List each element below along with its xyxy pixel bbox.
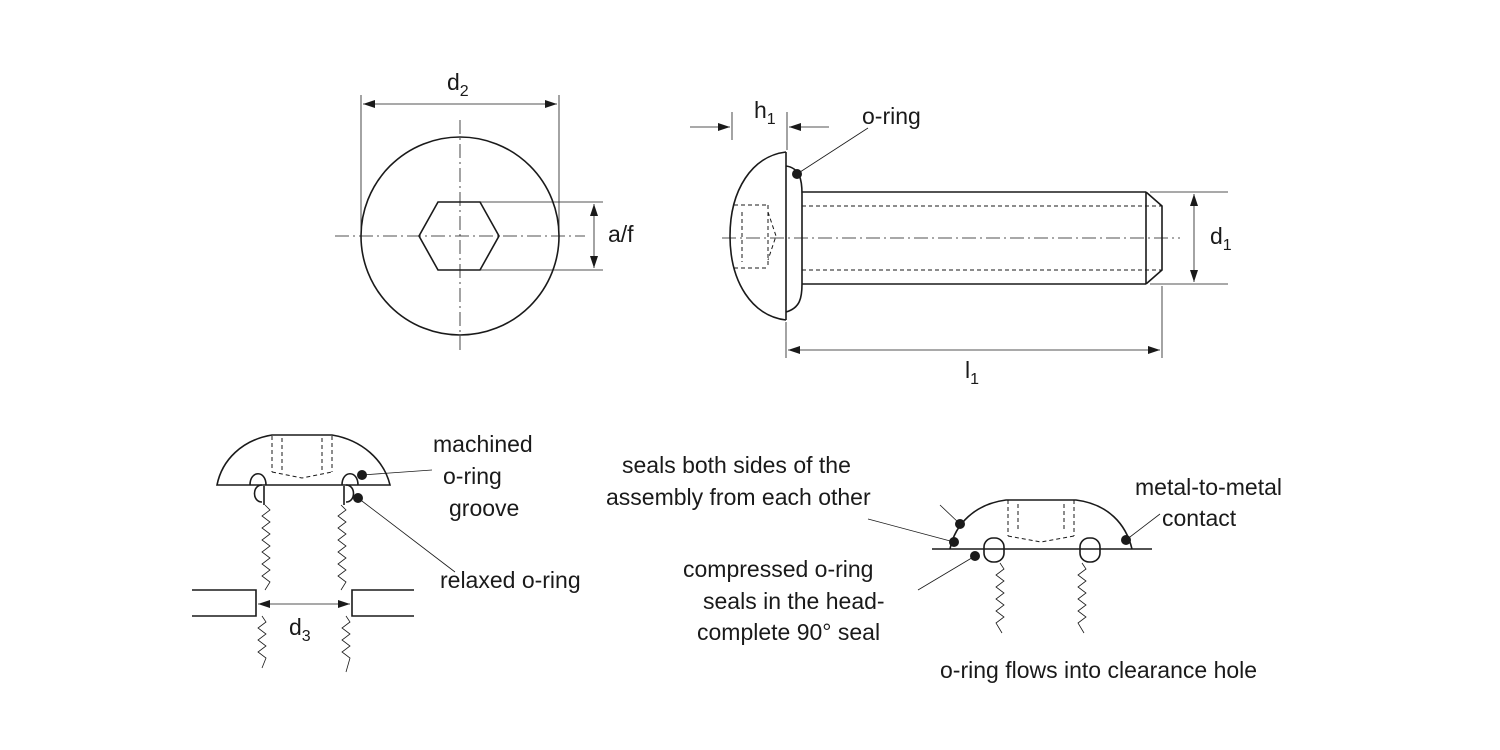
d2-label: d2: [447, 69, 469, 100]
relaxed-oring-label: relaxed o-ring: [440, 567, 581, 593]
relaxed-head: [216, 434, 392, 486]
dome-head: [729, 151, 787, 321]
side-view: h1 o-ring d1 l1: [690, 97, 1232, 388]
af-label: a/f: [608, 221, 634, 247]
oring-label: o-ring: [862, 103, 921, 129]
metal-contact-label: metal-to-metal contact: [1135, 474, 1288, 531]
relaxed-detail: d3 machined o-ring groove relaxed o-ring: [192, 431, 581, 673]
compressed-oring-label: compressed o-ring seals in the head- com…: [683, 556, 891, 645]
compressed-head: [949, 499, 1133, 550]
d3-label: d3: [289, 614, 311, 645]
side-oring: [785, 165, 803, 313]
seals-both-sides-label: seals both sides of the assembly from ea…: [606, 452, 871, 510]
h1-label: h1: [754, 97, 776, 128]
compressed-detail: seals both sides of the assembly from ea…: [606, 452, 1288, 683]
compressed-oring-left: [983, 537, 1005, 563]
d1-label: d1: [1210, 223, 1232, 254]
flows-label: o-ring flows into clearance hole: [940, 657, 1257, 683]
machined-groove-label: machined o-ring groove: [433, 431, 539, 521]
top-view: d2 a/f: [335, 69, 634, 350]
l1-label: l1: [965, 357, 979, 388]
compressed-oring-right: [1079, 537, 1101, 563]
